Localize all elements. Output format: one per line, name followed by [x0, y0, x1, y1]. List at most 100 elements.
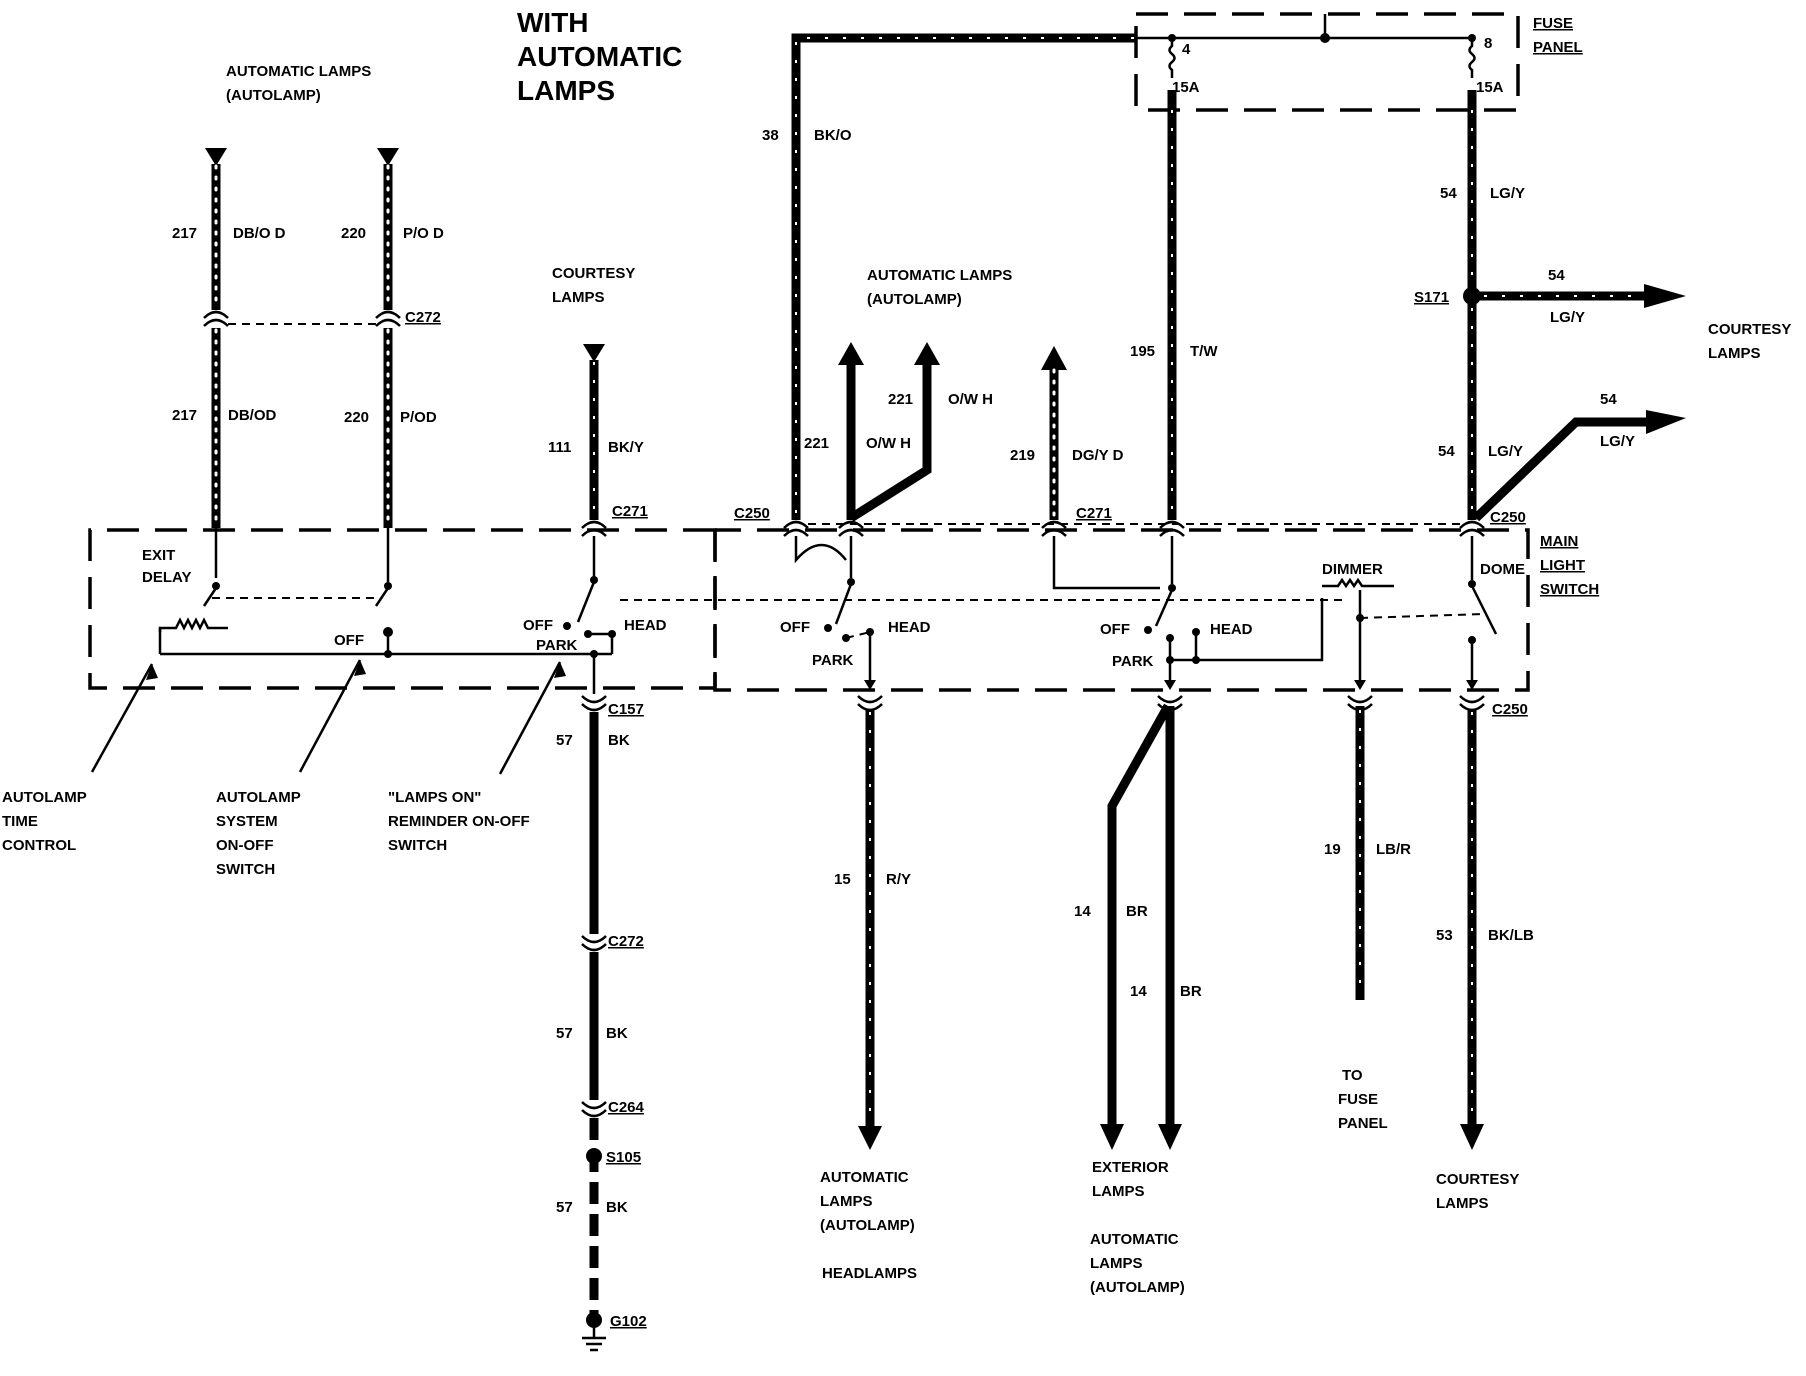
diagram-title: WITH AUTOMATIC LAMPS — [517, 7, 682, 106]
c271-219-socket — [1041, 528, 1067, 537]
main-light-switch-box — [713, 528, 1530, 692]
wire-54-number-bottom: 54 — [1438, 443, 1455, 460]
wire-111-terminal-arrow — [583, 344, 605, 362]
wire-53-output-arrow — [1460, 1124, 1484, 1150]
headsw1-blade — [576, 581, 596, 623]
c264-pin — [581, 1101, 607, 1110]
headsw1-pivot — [590, 576, 598, 584]
ground-g102-eyelet — [586, 1312, 602, 1328]
switch-off-label-3: OFF — [780, 619, 810, 636]
connector-s105: S105 — [606, 1149, 641, 1166]
c250-53-pin — [1459, 695, 1485, 704]
callout-system-1: AUTOLAMP — [216, 789, 301, 806]
courtesy-top-label-2: LAMPS — [552, 289, 605, 306]
autolamp-top-label-2: (AUTOLAMP) — [226, 87, 321, 104]
output-exterior-1: EXTERIOR — [1092, 1159, 1169, 1176]
wire-54-number-branch-1: 54 — [1548, 267, 1565, 284]
c250-19-pin — [1347, 695, 1373, 704]
exterior-lamp-circuit: 219 DG/Y D C271 195 T/W OFF PARK HEAD 14 — [1010, 90, 1324, 1296]
wire-14-color-right: BR — [1180, 983, 1202, 1000]
title-line-1: WITH — [517, 7, 589, 38]
c250-15-socket — [857, 703, 883, 712]
c250-14-pin — [1157, 695, 1183, 704]
output-courtesy-2: LAMPS — [1436, 1195, 1489, 1212]
connector-c271-right: C271 — [1076, 505, 1112, 522]
headsw3-pivot — [1168, 584, 1176, 592]
headsw3-park-head-tie — [1168, 632, 1198, 662]
wire-220-color-lower: P/OD — [400, 409, 437, 426]
connector-c271-left: C271 — [612, 503, 648, 520]
dimmer-label: DIMMER — [1322, 561, 1383, 578]
fuse-8-number: 8 — [1484, 35, 1492, 52]
wire-38 — [791, 33, 1136, 520]
wire-221-arrow-left — [838, 342, 864, 365]
wire-57-color-3: BK — [606, 1199, 628, 1216]
dimmer-output-arrow — [1354, 680, 1366, 690]
courtesy-111-circuit: COURTESY LAMPS 111 BK/Y C271 OFF PARK HE… — [523, 265, 667, 694]
connector-g102: G102 — [610, 1313, 647, 1330]
connector-c272-ground: C272 — [608, 933, 644, 950]
switch-off-label-4: OFF — [1100, 621, 1130, 638]
wire-38-color: BK/O — [814, 127, 852, 144]
courtesy-top-label-1: COURTESY — [552, 265, 635, 282]
wire-54-color-branch-2: LG/Y — [1600, 433, 1635, 450]
c250-15-pin — [857, 695, 883, 704]
bus-node-system — [384, 650, 392, 658]
headsw1-off-contact — [563, 622, 571, 630]
connector-c250-right: C250 — [1490, 509, 1526, 526]
wire-221-number-right: 221 — [888, 391, 913, 408]
wire-15-output-arrow — [858, 1126, 882, 1150]
c250-195-socket — [1159, 528, 1185, 537]
fuse-4-number: 4 — [1182, 41, 1191, 58]
dome-output-arrow — [1466, 680, 1478, 690]
headsw2-jumper — [794, 536, 847, 564]
callout-system-arrow — [354, 660, 366, 676]
wire-57-number-1: 57 — [556, 732, 573, 749]
title-line-2: AUTOMATIC — [517, 41, 682, 72]
headsw3-blade — [1154, 589, 1174, 627]
connector-c157: C157 — [608, 701, 644, 718]
wire-54-color-top: LG/Y — [1490, 185, 1525, 202]
output-exterior-3: AUTOMATIC — [1090, 1231, 1179, 1248]
headsw2-off-contact — [824, 624, 832, 632]
headsw2-blade — [834, 583, 853, 625]
title-line-3: LAMPS — [517, 75, 615, 106]
callout-reminder-3: SWITCH — [388, 837, 447, 854]
headsw2-pivot — [847, 578, 855, 586]
output-courtesy-1: COURTESY — [1436, 1171, 1519, 1188]
fuse-panel-label-2: PANEL — [1533, 39, 1583, 56]
switch-park-label-4: PARK — [1112, 653, 1154, 670]
exit-delay-label-1: EXIT — [142, 547, 175, 564]
fuse-8-element — [1468, 38, 1476, 78]
dimmer-rheostat — [1322, 577, 1394, 589]
wire-217-color-lower: DB/OD — [228, 407, 277, 424]
wire-19-number: 19 — [1324, 841, 1341, 858]
callout-reminder-leader — [498, 661, 562, 775]
splice-s105 — [586, 1148, 602, 1164]
wire-14-right-arrow — [1158, 1124, 1182, 1150]
wire-221-color-right: O/W H — [948, 391, 993, 408]
wire-38-number: 38 — [762, 127, 779, 144]
ground-circuit-57: C157 57 BK C272 57 BK C264 S105 57 BK G1… — [556, 695, 647, 1352]
c264-socket — [581, 1109, 607, 1118]
connector-c250-bottom: C250 — [1492, 701, 1528, 718]
wire-54-number-top: 54 — [1440, 185, 1457, 202]
autolamp-mid-label-1: AUTOMATIC LAMPS — [867, 267, 1012, 284]
wire-57-color-2: BK — [606, 1025, 628, 1042]
switch-head-label-4: HEAD — [1210, 621, 1253, 638]
exit-delay-node — [212, 582, 220, 590]
wire-15-color: R/Y — [886, 871, 911, 888]
c250-38-pin — [783, 520, 809, 529]
c271-219-pin — [1041, 520, 1067, 529]
wire-14-number-left: 14 — [1074, 903, 1091, 920]
c250-38-socket — [783, 528, 809, 537]
connector-s171: S171 — [1414, 289, 1449, 306]
wire-220-terminal-arrow — [377, 148, 399, 166]
wire-54-branch-lower — [1472, 417, 1648, 522]
courtesy-right-label-1: COURTESY — [1708, 321, 1791, 338]
wire-54-color-bottom: LG/Y — [1488, 443, 1523, 460]
fuse-4-rating: 15A — [1172, 79, 1200, 96]
c272-ground-pin — [581, 935, 607, 944]
wire-221-arrow-right — [914, 342, 940, 365]
